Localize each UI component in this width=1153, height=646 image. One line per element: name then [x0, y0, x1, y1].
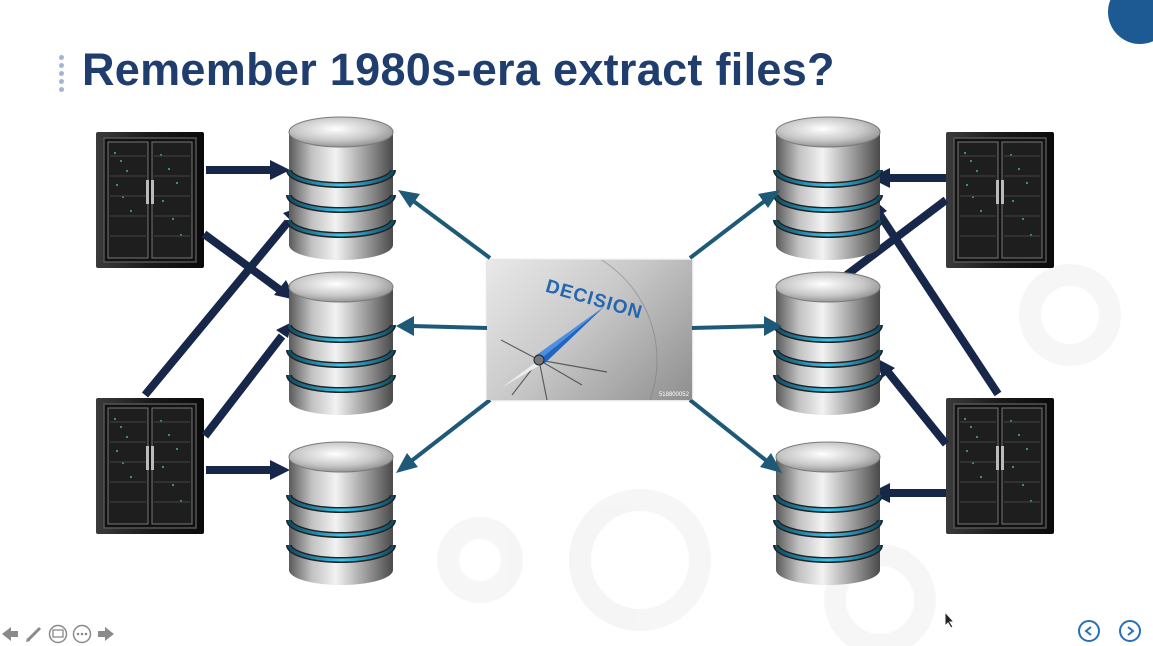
database-left-middle	[289, 272, 393, 415]
server-top-left	[95, 131, 205, 269]
server-bottom-left	[95, 397, 205, 535]
decision-arrows	[408, 198, 770, 464]
server-bottom-right	[945, 397, 1055, 535]
server-arrows	[141, 166, 1002, 497]
database-right-top	[776, 117, 880, 260]
slides-icon[interactable]	[48, 624, 68, 644]
next-slide-button[interactable]	[1119, 620, 1141, 642]
photo-code: 518800052	[658, 392, 689, 398]
chevron-right-icon	[1127, 626, 1135, 636]
decision-arrowheads	[396, 190, 782, 473]
database-left-top	[289, 117, 393, 260]
database-right-middle	[776, 272, 880, 415]
server-top-right	[945, 131, 1055, 269]
slide-title: Remember 1980s-era extract files?	[82, 44, 835, 95]
previous-slide-button[interactable]	[1078, 620, 1100, 642]
pen-icon[interactable]	[24, 624, 44, 644]
database-left-bottom	[289, 442, 393, 585]
mouse-cursor	[944, 611, 956, 629]
more-icon[interactable]	[72, 624, 92, 644]
decision-compass-image: DECISION 518800052	[487, 260, 692, 400]
compass-icon	[500, 260, 658, 400]
title-bullet-decoration	[59, 55, 65, 95]
arrow-left-icon[interactable]	[0, 624, 20, 644]
arrow-right-icon[interactable]	[96, 624, 116, 644]
presentation-toolbar	[0, 624, 116, 644]
database-right-bottom	[776, 442, 880, 585]
chevron-left-icon	[1084, 626, 1092, 636]
